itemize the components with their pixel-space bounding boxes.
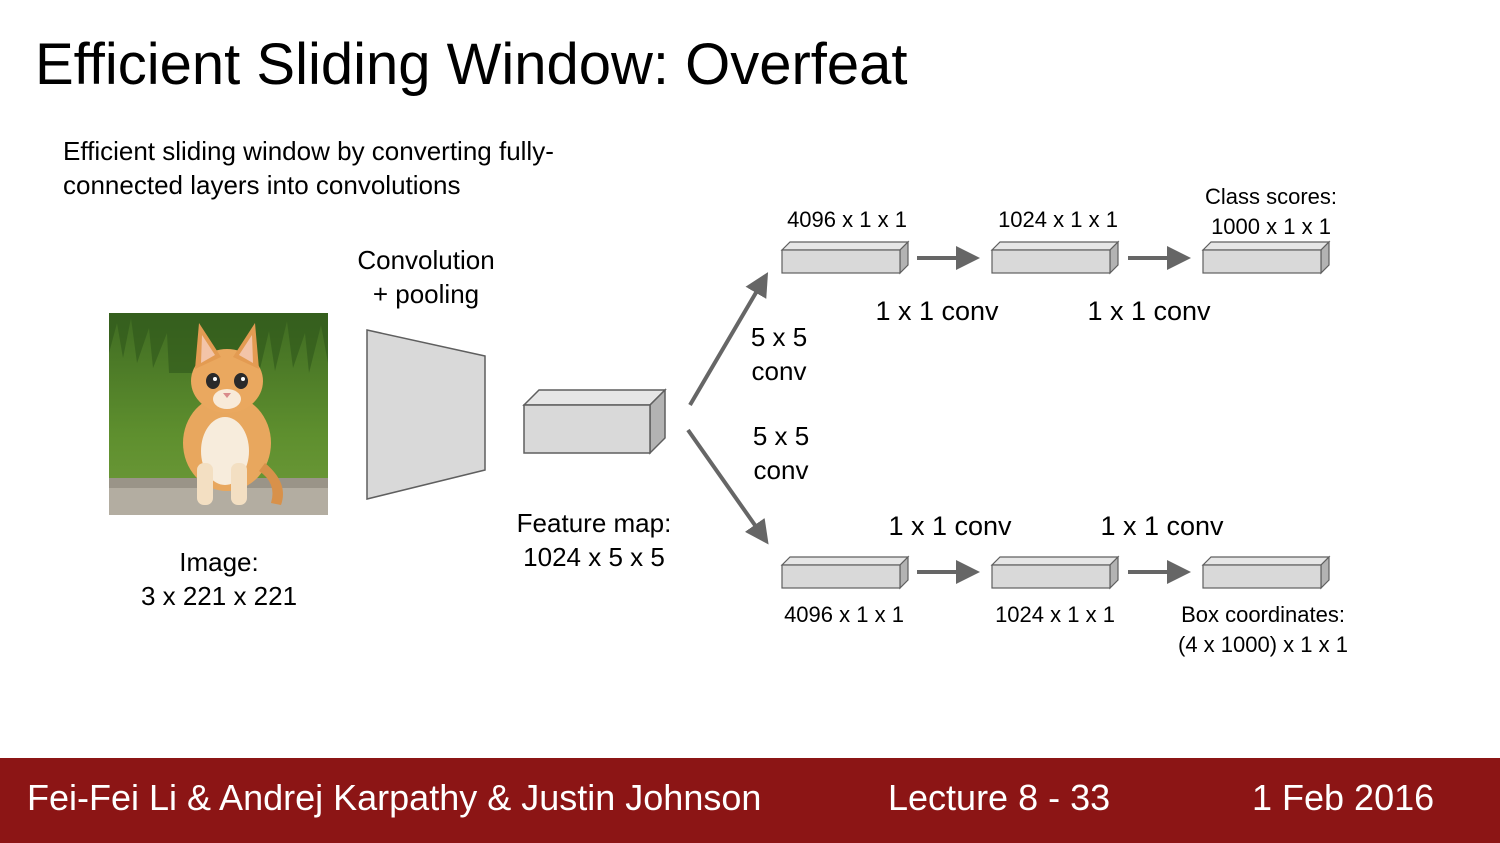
bottom-branch-label-line1: 5 x 5 xyxy=(731,419,831,453)
box-coordinates-label: Box coordinates: (4 x 1000) x 1 x 1 xyxy=(1153,600,1373,660)
feature-map-label: Feature map: 1024 x 5 x 5 xyxy=(494,506,694,574)
top-box2-label: 1024 x 1 x 1 xyxy=(983,205,1133,235)
box-coordinates-label-line1: Box coordinates: xyxy=(1153,600,1373,630)
top-branch-label: 5 x 5 conv xyxy=(729,320,829,388)
bottom-op1-label: 1 x 1 conv xyxy=(870,509,1030,544)
bottom-box-4096 xyxy=(782,557,908,588)
conv-pool-label: Convolution + pooling xyxy=(336,243,516,311)
bottom-op2-label: 1 x 1 conv xyxy=(1082,509,1242,544)
top-op1-label: 1 x 1 conv xyxy=(857,294,1017,329)
bottom-box1-label: 4096 x 1 x 1 xyxy=(769,600,919,630)
conv-pool-label-line2: + pooling xyxy=(336,277,516,311)
bottom-box2-label: 1024 x 1 x 1 xyxy=(980,600,1130,630)
class-scores-label: Class scores: 1000 x 1 x 1 xyxy=(1181,182,1361,242)
bottom-box-1024 xyxy=(992,557,1118,588)
class-scores-label-line2: 1000 x 1 x 1 xyxy=(1181,212,1361,242)
top-box-1024 xyxy=(992,242,1118,273)
top-box1-label: 4096 x 1 x 1 xyxy=(772,205,922,235)
footer-lecture: Lecture 8 - 33 xyxy=(888,776,1110,820)
conv-pool-trapezoid xyxy=(367,330,485,499)
top-box-class-scores xyxy=(1203,242,1329,273)
feature-map-box xyxy=(524,390,665,453)
conv-pool-label-line1: Convolution xyxy=(336,243,516,277)
footer-bar: Fei-Fei Li & Andrej Karpathy & Justin Jo… xyxy=(0,758,1500,843)
box-coordinates-label-line2: (4 x 1000) x 1 x 1 xyxy=(1153,630,1373,660)
image-label: Image: 3 x 221 x 221 xyxy=(119,545,319,613)
feature-map-label-line2: 1024 x 5 x 5 xyxy=(494,540,694,574)
image-label-line1: Image: xyxy=(119,545,319,579)
feature-map-label-line1: Feature map: xyxy=(494,506,694,540)
top-box-4096 xyxy=(782,242,908,273)
top-branch-label-line2: conv xyxy=(729,354,829,388)
footer-authors: Fei-Fei Li & Andrej Karpathy & Justin Jo… xyxy=(27,776,761,820)
class-scores-label-line1: Class scores: xyxy=(1181,182,1361,212)
top-branch-label-line1: 5 x 5 xyxy=(729,320,829,354)
bottom-branch-label: 5 x 5 conv xyxy=(731,419,831,487)
bottom-branch-label-line2: conv xyxy=(731,453,831,487)
footer-date: 1 Feb 2016 xyxy=(1252,776,1434,820)
top-op2-label: 1 x 1 conv xyxy=(1069,294,1229,329)
bottom-box-coordinates xyxy=(1203,557,1329,588)
image-label-line2: 3 x 221 x 221 xyxy=(119,579,319,613)
